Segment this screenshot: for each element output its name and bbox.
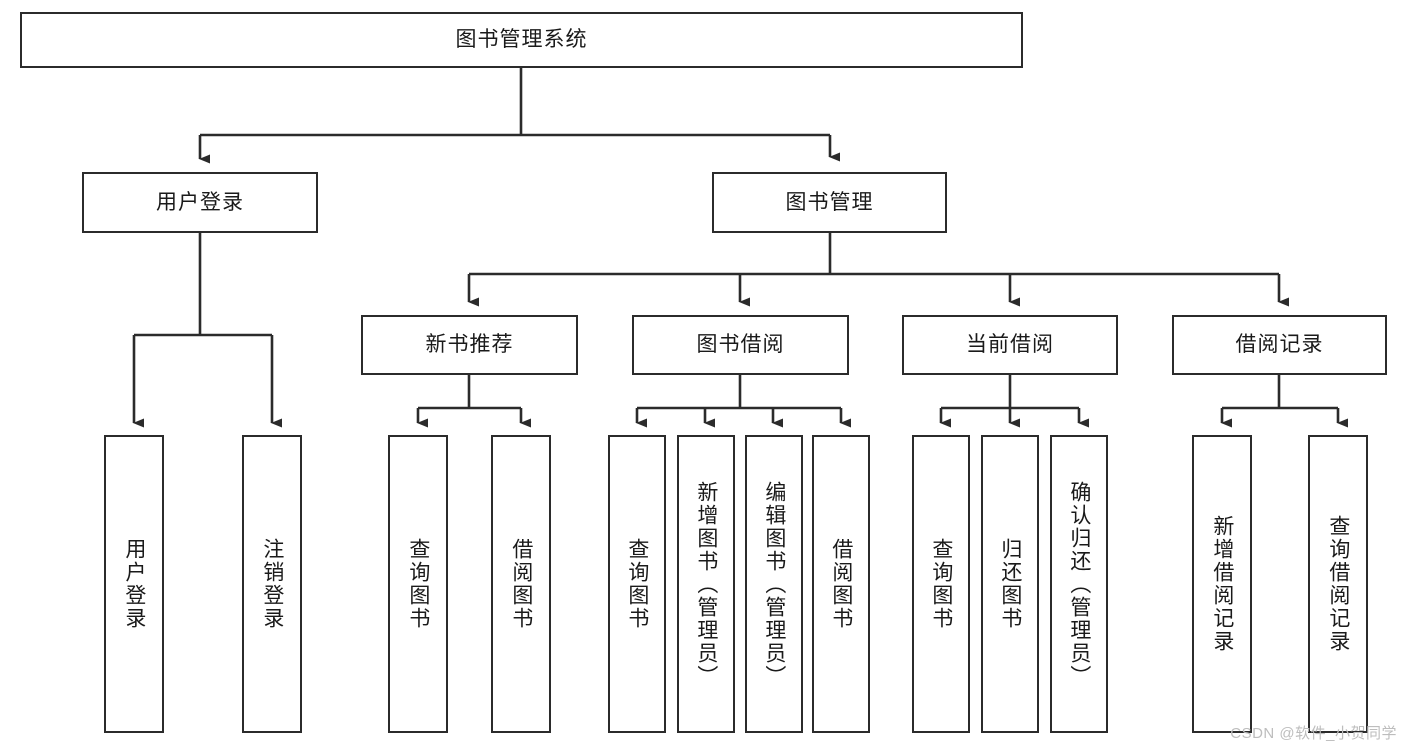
node-label: 新增借阅记录 (1210, 515, 1234, 653)
node-label: 确认归还（管理员） (1067, 480, 1091, 688)
node-label: 新增图书（管理员） (694, 480, 718, 688)
leaf-current-borrow-query[interactable]: 查询图书 (912, 435, 970, 733)
node-book-management[interactable]: 图书管理 (712, 172, 947, 233)
node-label: 用户登录 (156, 190, 244, 214)
node-borrow-record[interactable]: 借阅记录 (1172, 315, 1387, 375)
node-label: 图书借阅 (696, 333, 785, 357)
node-label: 查询图书 (929, 538, 953, 630)
leaf-new-book-query[interactable]: 查询图书 (388, 435, 448, 733)
leaf-current-borrow-return[interactable]: 归还图书 (981, 435, 1039, 733)
leaf-user-login-signout[interactable]: 注销登录 (242, 435, 302, 733)
node-root-system[interactable]: 图书管理系统 (20, 12, 1023, 68)
node-label: 归还图书 (998, 538, 1022, 630)
leaf-book-borrow-edit[interactable]: 编辑图书（管理员） (745, 435, 803, 733)
leaf-book-borrow-lend[interactable]: 借阅图书 (812, 435, 870, 733)
leaf-book-borrow-add[interactable]: 新增图书（管理员） (677, 435, 735, 733)
node-user-login[interactable]: 用户登录 (82, 172, 318, 233)
node-label: 查询图书 (625, 538, 649, 630)
leaf-current-borrow-confirm[interactable]: 确认归还（管理员） (1050, 435, 1108, 733)
leaf-book-borrow-query[interactable]: 查询图书 (608, 435, 666, 733)
leaf-borrow-record-query[interactable]: 查询借阅记录 (1308, 435, 1368, 733)
node-label: 图书管理系统 (455, 28, 588, 52)
node-label: 编辑图书（管理员） (762, 480, 786, 688)
leaf-borrow-record-add[interactable]: 新增借阅记录 (1192, 435, 1252, 733)
node-label: 借阅图书 (829, 538, 853, 630)
node-book-borrow[interactable]: 图书借阅 (632, 315, 849, 375)
node-label: 新书推荐 (425, 333, 514, 357)
node-new-book-recommend[interactable]: 新书推荐 (361, 315, 578, 375)
node-label: 用户登录 (122, 538, 146, 630)
node-label: 当前借阅 (966, 333, 1054, 357)
node-current-borrow[interactable]: 当前借阅 (902, 315, 1118, 375)
leaf-new-book-borrow[interactable]: 借阅图书 (491, 435, 551, 733)
node-label: 图书管理 (785, 190, 874, 214)
node-label: 查询借阅记录 (1326, 515, 1350, 653)
node-label: 注销登录 (260, 538, 284, 630)
leaf-user-login-signin[interactable]: 用户登录 (104, 435, 164, 733)
node-label: 借阅记录 (1235, 333, 1324, 357)
watermark-credit: CSDN @软件_小贺同学 (1230, 725, 1397, 742)
node-label: 借阅图书 (509, 538, 533, 630)
node-label: 查询图书 (406, 538, 430, 630)
